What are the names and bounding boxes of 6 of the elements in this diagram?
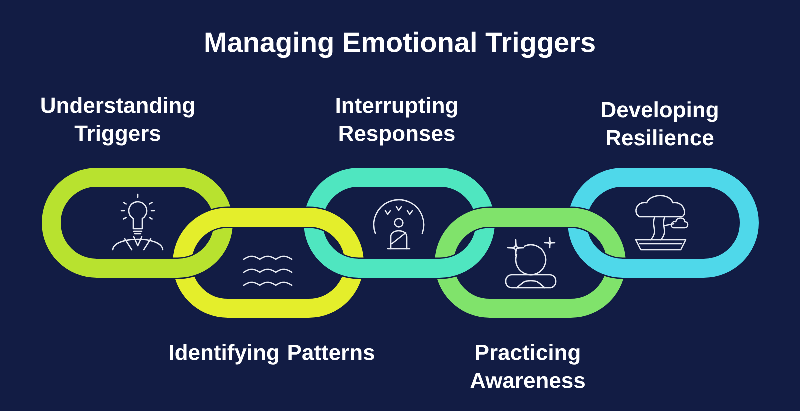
heading: Identifying Patterns <box>170 344 374 365</box>
heading: Developing Resilience <box>602 102 718 146</box>
heading: Practicing Awareness <box>470 344 585 388</box>
heading: Interrupting Responses <box>336 97 458 146</box>
heading: Understanding Triggers <box>42 97 194 146</box>
title: Managing Emotional Triggers <box>206 32 595 58</box>
